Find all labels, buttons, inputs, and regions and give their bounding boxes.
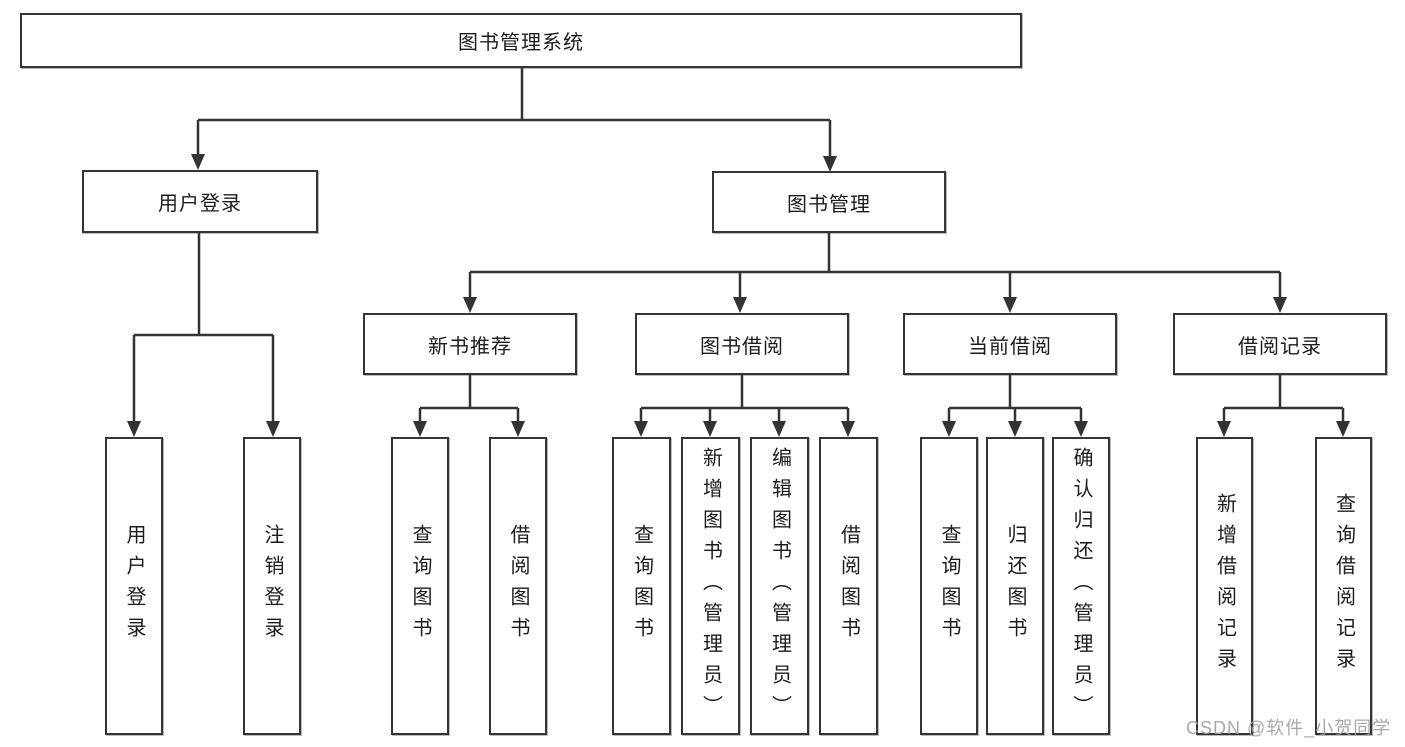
- node-book-borrow: 图书借阅: [635, 313, 849, 375]
- leaf-label: 注销登录: [261, 524, 283, 648]
- leaf-recommend-borrow-books: 借阅图书: [489, 437, 547, 735]
- leaf-add-borrow-record: 新增借阅记录: [1196, 437, 1253, 735]
- node-current-borrow: 当前借阅: [903, 313, 1117, 375]
- leaf-label: 新增图书（管理员）: [699, 446, 722, 726]
- leaf-label: 查询图书: [938, 524, 960, 648]
- node-label: 图书借阅: [700, 335, 784, 358]
- node-book-management: 图书管理: [712, 171, 946, 233]
- leaf-borrow-books: 借阅图书: [819, 437, 878, 735]
- leaf-label: 查询图书: [409, 524, 431, 648]
- leaf-label: 确认归还（管理员）: [1070, 446, 1092, 726]
- node-label: 用户登录: [158, 193, 242, 215]
- node-label: 借阅记录: [1238, 335, 1322, 358]
- leaf-return-books: 归还图书: [986, 437, 1044, 735]
- node-new-book-recommend: 新书推荐: [363, 313, 577, 375]
- leaf-label: 新增借阅记录: [1213, 493, 1236, 679]
- node-label: 图书管理: [787, 193, 871, 216]
- leaf-label: 借阅图书: [507, 524, 529, 648]
- csdn-watermark: CSDN @软件_小贺同学: [1186, 718, 1392, 738]
- leaf-add-books-admin: 新增图书（管理员）: [681, 437, 740, 735]
- node-library-management-system: 图书管理系统: [20, 13, 1022, 68]
- leaf-label: 用户登录: [123, 524, 145, 648]
- leaf-logout: 注销登录: [243, 437, 301, 735]
- leaf-user-login: 用户登录: [105, 437, 163, 735]
- leaf-label: 归还图书: [1004, 524, 1026, 648]
- node-label: 新书推荐: [428, 335, 512, 358]
- leaf-query-borrow-record: 查询借阅记录: [1315, 437, 1372, 735]
- node-borrow-records: 借阅记录: [1173, 313, 1387, 375]
- leaf-edit-books-admin: 编辑图书（管理员）: [750, 437, 809, 735]
- leaf-label: 借阅图书: [837, 524, 860, 648]
- leaf-label: 编辑图书（管理员）: [768, 446, 791, 726]
- leaf-label: 查询图书: [630, 524, 653, 648]
- node-label: 当前借阅: [968, 335, 1052, 358]
- leaf-recommend-query-books: 查询图书: [391, 437, 449, 735]
- leaf-confirm-return-admin: 确认归还（管理员）: [1052, 437, 1110, 735]
- node-label: 图书管理系统: [458, 32, 584, 54]
- leaf-borrow-query-books: 查询图书: [612, 437, 671, 735]
- leaf-current-query-books: 查询图书: [920, 437, 978, 735]
- leaf-label: 查询借阅记录: [1332, 493, 1355, 679]
- node-user-login: 用户登录: [82, 170, 318, 233]
